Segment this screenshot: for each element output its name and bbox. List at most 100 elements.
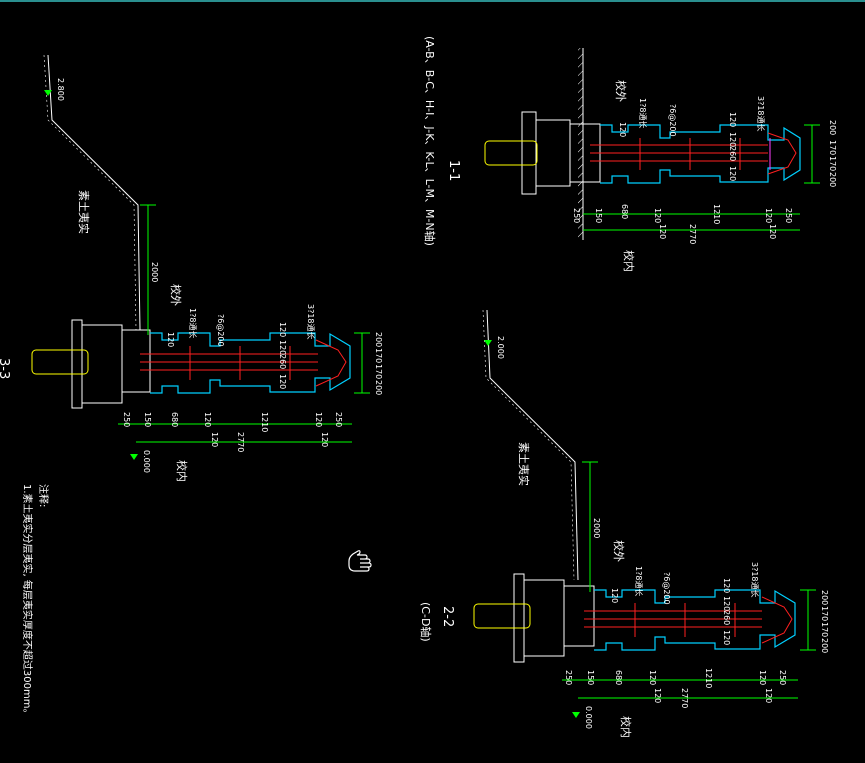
dim-labels-3-3: 250 150 680 120 1210 120 250 120 2770 12… <box>122 322 383 452</box>
svg-text:200: 200 <box>374 380 383 395</box>
soil-label-2-2: 素土夷实 <box>517 442 531 486</box>
svg-text:120: 120 <box>728 132 737 147</box>
svg-text:680: 680 <box>620 204 629 219</box>
viewport-top-border <box>0 0 865 2</box>
label-inside-2-2: 校内 <box>619 716 633 738</box>
svg-text:260: 260 <box>728 146 737 161</box>
wall-body-3-3 <box>140 332 351 394</box>
svg-text:170: 170 <box>820 606 829 621</box>
svg-text:170: 170 <box>374 364 383 379</box>
slope-hatch-3-3 <box>43 54 141 331</box>
svg-text:120: 120 <box>320 432 329 447</box>
elev-bottom-2-2: 0.000 <box>584 706 593 729</box>
svg-text:1210: 1210 <box>704 668 713 688</box>
svg-text:200: 200 <box>820 638 829 653</box>
svg-text:120: 120 <box>314 412 323 427</box>
svg-text:120: 120 <box>166 332 175 347</box>
footing-3-3 <box>31 319 151 409</box>
svg-text:120: 120 <box>278 340 287 355</box>
soil-label-3-3: 素土夷实 <box>77 190 91 234</box>
svg-text:680: 680 <box>614 670 623 685</box>
svg-text:2770: 2770 <box>680 688 689 708</box>
wall-body-2-2 <box>584 589 796 651</box>
svg-text:250: 250 <box>784 208 793 223</box>
svg-text:170: 170 <box>374 348 383 363</box>
svg-text:120: 120 <box>722 596 731 611</box>
svg-text:2770: 2770 <box>688 224 697 244</box>
svg-text:120: 120 <box>653 208 662 223</box>
svg-text:170: 170 <box>820 622 829 637</box>
svg-text:250: 250 <box>572 208 581 223</box>
svg-text:120: 120 <box>728 112 737 127</box>
svg-text:250: 250 <box>778 670 787 685</box>
dim-height-2-2: 2000 <box>592 518 601 538</box>
rebar-b-1-1: 1?8通长 <box>638 98 648 128</box>
svg-text:120: 120 <box>722 578 731 593</box>
svg-text:150: 150 <box>586 670 595 685</box>
svg-text:120: 120 <box>768 224 777 239</box>
dim-labels-2-2: 250 150 680 120 1210 120 250 120 2770 12… <box>564 578 829 708</box>
dims-3-3 <box>118 204 370 443</box>
notes-line-1: 1.素土夷实分层夷实, 每层夷实厚度不超过300mm。 <box>21 484 34 718</box>
ground-hatch-1-1 <box>578 48 584 240</box>
rebar-a-2-2: 3?18通长 <box>750 562 760 598</box>
svg-text:120: 120 <box>278 322 287 337</box>
svg-text:150: 150 <box>594 208 603 223</box>
svg-text:120: 120 <box>653 688 662 703</box>
rebar-c-2-2: ?6@200 <box>662 572 671 605</box>
notes: 注释: 1.素土夷实分层夷实, 每层夷实厚度不超过300mm。 <box>21 484 50 718</box>
svg-text:120: 120 <box>722 630 731 645</box>
svg-text:120: 120 <box>648 670 657 685</box>
elev-bottom-3-3: 0.000 <box>142 450 151 473</box>
elev-top-2-2: 2.000 <box>496 336 505 359</box>
label-inside-3-3: 校内 <box>175 460 189 482</box>
svg-text:170: 170 <box>828 140 837 155</box>
dims-1-1 <box>583 124 820 231</box>
svg-text:260: 260 <box>278 354 287 369</box>
label-outside-3-3: 校外 <box>169 284 183 306</box>
pan-hand-cursor-icon <box>348 550 372 572</box>
dim-labels-1-1: 250 150 680 120 1210 120 250 120 2770 12… <box>572 112 837 244</box>
svg-text:680: 680 <box>170 412 179 427</box>
svg-text:1210: 1210 <box>260 412 269 432</box>
footing-2-2 <box>473 573 595 663</box>
svg-text:260: 260 <box>722 610 731 625</box>
svg-text:120: 120 <box>764 688 773 703</box>
label-outside-2-2: 校外 <box>612 540 626 562</box>
rebar-c-3-3: ?6@200 <box>216 314 225 347</box>
elev-top-3-3: 2.800 <box>56 78 65 101</box>
svg-text:120: 120 <box>658 224 667 239</box>
rebar-a-1-1: 3?18通长 <box>756 96 766 132</box>
svg-text:200: 200 <box>828 172 837 187</box>
svg-text:200: 200 <box>828 120 837 135</box>
svg-text:120: 120 <box>764 208 773 223</box>
svg-text:200: 200 <box>374 332 383 347</box>
svg-text:120: 120 <box>728 166 737 181</box>
label-outside-1-1: 校外 <box>614 80 628 102</box>
svg-text:120: 120 <box>203 412 212 427</box>
label-inside-1-1: 校内 <box>622 250 636 272</box>
svg-text:1210: 1210 <box>712 204 721 224</box>
svg-text:2770: 2770 <box>236 432 245 452</box>
rebar-a-3-3: 3?18通长 <box>306 304 316 340</box>
section-1-1-title: 1-1 <box>446 160 461 181</box>
notes-heading: 注释: <box>37 484 50 507</box>
svg-text:170: 170 <box>828 156 837 171</box>
section-2-2-title: 2-2 <box>440 606 455 627</box>
dim-height-3-3: 2000 <box>150 262 159 282</box>
section-3-3: 3-3 2.800 0.000 素土夷实 2000 校外 校内 1?8通长 ?6… <box>0 54 383 482</box>
section-1-1: 1-1 (A-B、B-C、H-I、J-K、K-L、L-M、M-N轴) 校外 校内… <box>423 36 837 272</box>
section-1-1-subtitle: (A-B、B-C、H-I、J-K、K-L、L-M、M-N轴) <box>423 36 437 246</box>
svg-text:120: 120 <box>278 374 287 389</box>
svg-text:250: 250 <box>122 412 131 427</box>
section-3-3-title: 3-3 <box>0 358 11 379</box>
svg-text:250: 250 <box>334 412 343 427</box>
rebar-b-2-2: 1?8通长 <box>634 566 644 596</box>
svg-text:250: 250 <box>564 670 573 685</box>
svg-text:120: 120 <box>210 432 219 447</box>
rebar-c-1-1: ?6@200 <box>668 104 677 137</box>
section-2-2: 2-2 (C-D轴) 2.000 0.000 素土夷实 2000 校外 校内 1… <box>419 309 829 738</box>
section-2-2-subtitle: (C-D轴) <box>419 602 433 642</box>
svg-text:120: 120 <box>758 670 767 685</box>
